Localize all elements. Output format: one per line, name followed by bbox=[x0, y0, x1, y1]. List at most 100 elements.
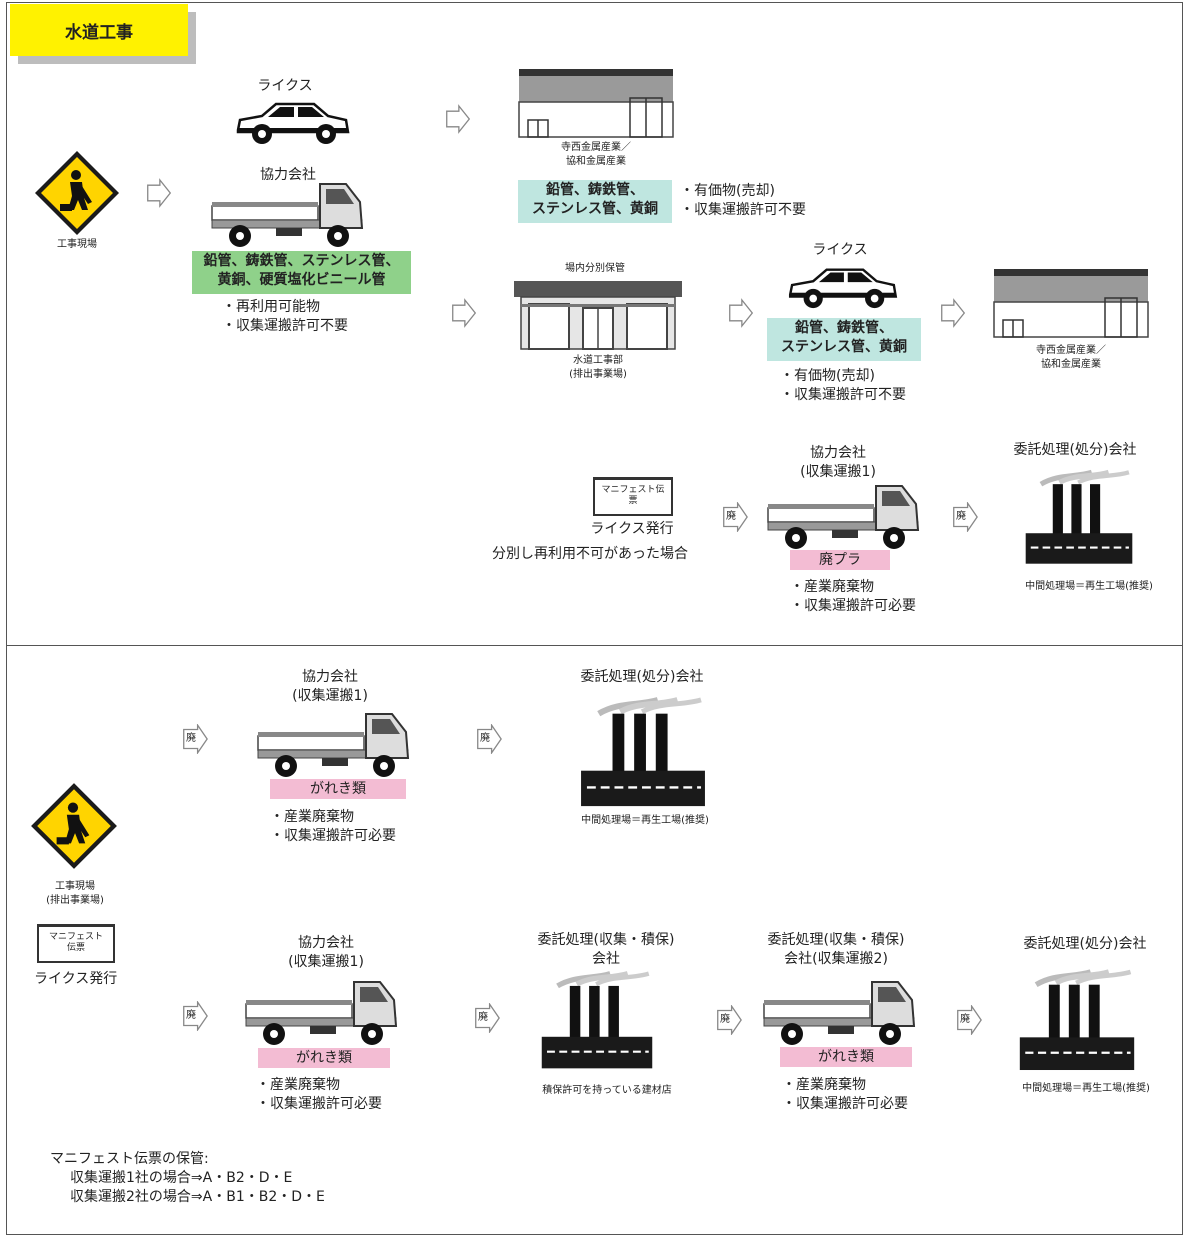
construction-worker-sign-icon bbox=[28, 780, 120, 872]
dealer-top-materials: 鉛管、鋳鉄管、 ステンレス管、黄銅 bbox=[518, 180, 672, 223]
row1-collector-label: 協力会社 (収集運搬1) bbox=[278, 668, 382, 706]
dealer-top-note: ・有価物(売却) bbox=[680, 183, 775, 199]
collector-material: 廃プラ bbox=[790, 550, 890, 570]
collector-label: 協力会社 (収集運搬1) bbox=[786, 444, 890, 482]
manifest-text-line2: 票 bbox=[628, 496, 638, 506]
row2-collector2-notes: ・産業廃棄物 ・収集運搬許可必要 bbox=[782, 1076, 908, 1114]
row2-collector2-label-line1: 委託処理(収集・積保) bbox=[767, 932, 905, 948]
factory-icon bbox=[578, 694, 708, 812]
collector-label-line2: (収集運搬1) bbox=[800, 464, 876, 480]
flow-arrow-icon bbox=[451, 297, 477, 329]
waste-arrow-label: 廃 bbox=[480, 733, 490, 744]
partner-note: ・収集運搬許可不要 bbox=[222, 318, 348, 334]
manifest-slip-icon: マニフェスト 伝票 bbox=[37, 924, 115, 963]
car-icon bbox=[784, 262, 900, 310]
raikusu-car-label: ライクス bbox=[257, 78, 313, 94]
warehouse-label-line2: (排出事業場) bbox=[569, 369, 627, 380]
row2-storage-caption: 積保許可を持っている建材店 bbox=[542, 1085, 672, 1096]
footer-line: 収集運搬1社の場合⇒A・B2・D・E bbox=[70, 1170, 293, 1186]
raikusu2-note: ・有価物(売却) bbox=[780, 368, 875, 384]
bottom-site-label: 工事現場 (排出事業場) bbox=[30, 880, 120, 908]
raikusu2-materials: 鉛管、鋳鉄管、 ステンレス管、黄銅 bbox=[767, 318, 921, 361]
waste-arrow-label: 廃 bbox=[960, 1014, 970, 1025]
dealer-right-label: 寺西金属産業／ 協和金属産業 bbox=[1004, 344, 1138, 372]
footer-line: 収集運搬2社の場合⇒A・B1・B2・D・E bbox=[70, 1189, 325, 1205]
row2-storage-label-line1: 委託処理(収集・積保) bbox=[537, 932, 675, 948]
warehouse-label-line1: 水道工事部 bbox=[573, 355, 623, 366]
manifest-text-line1: マニフェスト伝 bbox=[601, 485, 665, 495]
raikusu2-notes: ・有価物(売却) ・収集運搬許可不要 bbox=[780, 367, 906, 405]
partner-label: 協力会社 bbox=[260, 167, 316, 183]
manifest-condition: 分別し再利用不可があった場合 bbox=[492, 546, 688, 562]
dealer-right-label-line2: 協和金属産業 bbox=[1041, 359, 1101, 370]
manifest-slip-icon: マニフェスト伝 票 bbox=[593, 477, 673, 516]
dealer-top-materials-line2: ステンレス管、黄銅 bbox=[532, 201, 658, 217]
row2-collector2-material: がれき類 bbox=[780, 1047, 912, 1067]
collector-notes: ・産業廃棄物 ・収集運搬許可必要 bbox=[790, 578, 916, 616]
row1-disposal-label: 委託処理(処分)会社 bbox=[580, 669, 704, 685]
bottom-site-label-line1: 工事現場 bbox=[55, 881, 95, 892]
row2-storage-label: 委託処理(収集・積保) 会社 bbox=[526, 931, 686, 969]
partner-materials-line2: 黄銅、硬質塩化ビニール管 bbox=[217, 272, 386, 288]
dealer-top-label-line1: 寺西金属産業／ bbox=[561, 142, 631, 153]
row1-collector-label-line2: (収集運搬1) bbox=[292, 688, 368, 704]
collector-note: ・産業廃棄物 bbox=[790, 579, 874, 595]
factory-icon bbox=[1018, 962, 1136, 1080]
partner-materials: 鉛管、鋳鉄管、ステンレス管、 黄銅、硬質塩化ビニール管 bbox=[192, 251, 411, 294]
flow-arrow-icon bbox=[146, 177, 172, 209]
row1-collector-note: ・産業廃棄物 bbox=[270, 809, 354, 825]
dealer-right-label-line1: 寺西金属産業／ bbox=[1036, 345, 1106, 356]
raikusu2-materials-line2: ステンレス管、黄銅 bbox=[781, 339, 907, 355]
flow-arrow-icon bbox=[728, 297, 754, 329]
raikusu2-label: ライクス bbox=[812, 242, 868, 258]
bottom-panel-frame bbox=[6, 645, 1183, 1235]
truck-icon bbox=[244, 978, 404, 1048]
factory-icon bbox=[540, 962, 654, 1080]
row2-collector-material: がれき類 bbox=[258, 1048, 390, 1068]
construction-worker-sign-icon bbox=[32, 148, 122, 238]
metal-dealer-building-icon bbox=[518, 68, 674, 138]
flow-arrow-icon bbox=[940, 297, 966, 329]
truck-icon bbox=[762, 978, 922, 1048]
row2-disposal-caption: 中間処理場＝再生工場(推奨) bbox=[1022, 1083, 1150, 1094]
warehouse-title: 場内分別保管 bbox=[565, 263, 625, 274]
waste-arrow-label: 廃 bbox=[478, 1012, 488, 1023]
dealer-top-label-line2: 協和金属産業 bbox=[566, 156, 626, 167]
warehouse-label: 水道工事部 (排出事業場) bbox=[548, 354, 648, 382]
row2-collector-note: ・産業廃棄物 bbox=[256, 1077, 340, 1093]
page-title: 水道工事 bbox=[10, 4, 188, 56]
disposal-label: 委託処理(処分)会社 bbox=[1013, 442, 1137, 458]
raikusu2-materials-line1: 鉛管、鋳鉄管、 bbox=[795, 320, 893, 336]
row2-collector2-label-line2: 会社(収集運搬2) bbox=[784, 951, 888, 967]
row2-collector-notes: ・産業廃棄物 ・収集運搬許可必要 bbox=[256, 1076, 382, 1114]
truck-icon bbox=[210, 180, 370, 250]
row2-disposal-label: 委託処理(処分)会社 bbox=[1023, 936, 1147, 952]
row2-collector-label-line2: (収集運搬1) bbox=[288, 954, 364, 970]
row2-collector-note: ・収集運搬許可必要 bbox=[256, 1096, 382, 1112]
waste-arrow-label: 廃 bbox=[956, 511, 966, 522]
waste-arrow-label: 廃 bbox=[186, 1010, 196, 1021]
row1-collector-label-line1: 協力会社 bbox=[302, 669, 358, 685]
row1-collector-note: ・収集運搬許可必要 bbox=[270, 828, 396, 844]
disposal-caption: 中間処理場＝再生工場(推奨) bbox=[1025, 581, 1153, 592]
site-label: 工事現場 bbox=[57, 239, 97, 250]
dealer-top-label: 寺西金属産業／ 協和金属産業 bbox=[530, 141, 662, 169]
row2-collector-label-line1: 協力会社 bbox=[298, 935, 354, 951]
bottom-manifest-text-line2: 伝票 bbox=[66, 943, 85, 953]
dealer-top-materials-line1: 鉛管、鋳鉄管、 bbox=[546, 182, 644, 198]
bottom-site-label-line2: (排出事業場) bbox=[46, 895, 104, 906]
truck-icon bbox=[766, 482, 926, 552]
bottom-manifest-text-line1: マニフェスト bbox=[48, 932, 103, 942]
dealer-top-notes: ・有価物(売却) ・収集運搬許可不要 bbox=[680, 182, 806, 220]
collector-label-line1: 協力会社 bbox=[810, 445, 866, 461]
footer-notes: マニフェスト伝票の保管: 収集運搬1社の場合⇒A・B2・D・E 収集運搬2社の場… bbox=[50, 1150, 325, 1207]
partner-note: ・再利用可能物 bbox=[222, 299, 320, 315]
row1-collector-material: がれき類 bbox=[270, 779, 406, 799]
metal-dealer-building-icon bbox=[993, 268, 1149, 338]
row1-collector-notes: ・産業廃棄物 ・収集運搬許可必要 bbox=[270, 808, 396, 846]
row2-storage-label-line2: 会社 bbox=[592, 951, 620, 967]
car-icon bbox=[232, 96, 352, 146]
factory-icon bbox=[1024, 460, 1134, 576]
footer-title: マニフェスト伝票の保管: bbox=[50, 1151, 209, 1167]
row1-disposal-caption: 中間処理場＝再生工場(推奨) bbox=[581, 815, 709, 826]
